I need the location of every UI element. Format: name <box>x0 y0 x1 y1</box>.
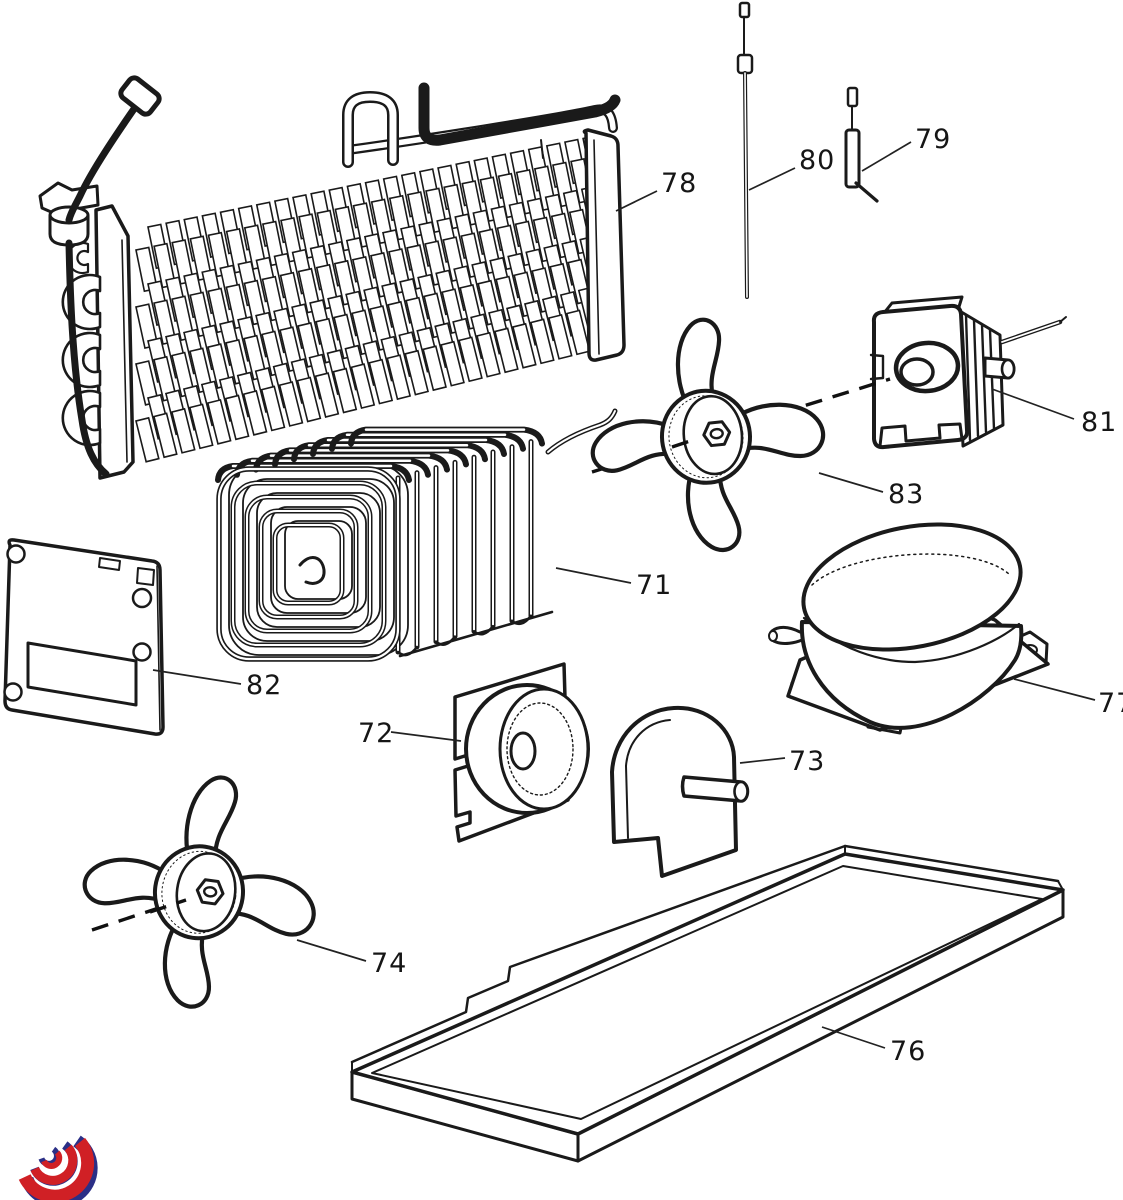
part-number: 82 <box>246 670 282 701</box>
label-79: 79 <box>861 124 951 172</box>
part-number: 76 <box>890 1036 926 1067</box>
leader-line-73 <box>739 757 786 764</box>
leader-line-72 <box>390 731 462 742</box>
fan-motor <box>610 705 750 878</box>
part-number: 80 <box>799 145 835 176</box>
condenser-coil <box>215 408 618 662</box>
thermostat-plate-stack <box>964 313 996 442</box>
temperature-sensor <box>844 86 879 203</box>
capillary-tube <box>736 1 754 299</box>
condenser-top-tubes <box>215 426 545 483</box>
compressor <box>768 522 1050 735</box>
tray-rim <box>350 852 1065 1136</box>
part-number: 81 <box>1081 407 1117 438</box>
leader-line-79 <box>861 141 912 172</box>
label-71: 71 <box>555 567 672 601</box>
label-74: 74 <box>296 939 407 979</box>
label-72: 72 <box>358 718 462 749</box>
label-78: 78 <box>615 168 697 212</box>
brand-swirl-logo <box>18 1135 98 1200</box>
leader-line-71 <box>555 567 632 584</box>
part-number: 74 <box>371 948 407 979</box>
fan-blade-lower <box>70 761 331 1022</box>
sensor-wire <box>65 75 162 478</box>
part-number: 77 <box>1098 688 1123 719</box>
part-number: 71 <box>636 570 672 601</box>
logo-red-inner-arc <box>41 1150 63 1169</box>
cover-plate-slot <box>26 641 138 707</box>
label-73: 73 <box>739 746 825 777</box>
part-number: 72 <box>358 718 394 749</box>
thermostat-dial-ring <box>893 340 961 394</box>
label-80: 80 <box>748 145 835 191</box>
callout-labels: 78 80 79 81 83 71 82 72 <box>152 124 1123 1067</box>
leader-line-80 <box>748 167 796 191</box>
evaporator-end-plate <box>582 128 626 362</box>
leader-line-78 <box>615 190 658 212</box>
label-77: 77 <box>1013 678 1123 719</box>
fan-shroud <box>453 662 590 843</box>
thermostat <box>869 295 1067 450</box>
condenser-side-tubes <box>395 439 554 658</box>
logo-red-middle-arc <box>30 1144 78 1185</box>
leader-line-81 <box>991 388 1075 420</box>
label-76: 76 <box>821 1026 926 1067</box>
cover-plate <box>3 538 165 736</box>
leader-line-82 <box>152 669 242 685</box>
leader-line-83 <box>818 472 884 493</box>
wire-connector <box>118 75 162 117</box>
part-number: 79 <box>915 124 951 155</box>
compressor-dome <box>801 522 1023 652</box>
heater-tube <box>418 82 621 146</box>
part-number: 78 <box>661 168 697 199</box>
drain-tray <box>350 844 1065 1163</box>
logo-red-outer-arc <box>18 1137 95 1200</box>
part-number: 73 <box>789 746 825 777</box>
label-83: 83 <box>818 472 924 510</box>
evaporator <box>38 75 626 480</box>
label-81: 81 <box>991 388 1117 438</box>
part-number: 83 <box>888 479 924 510</box>
condenser-front-rings <box>216 466 401 662</box>
evaporator-side-plate <box>94 204 135 480</box>
leader-line-74 <box>296 939 367 962</box>
leader-line-76 <box>821 1026 886 1049</box>
label-82: 82 <box>152 669 282 701</box>
leader-line-77 <box>1013 678 1096 701</box>
